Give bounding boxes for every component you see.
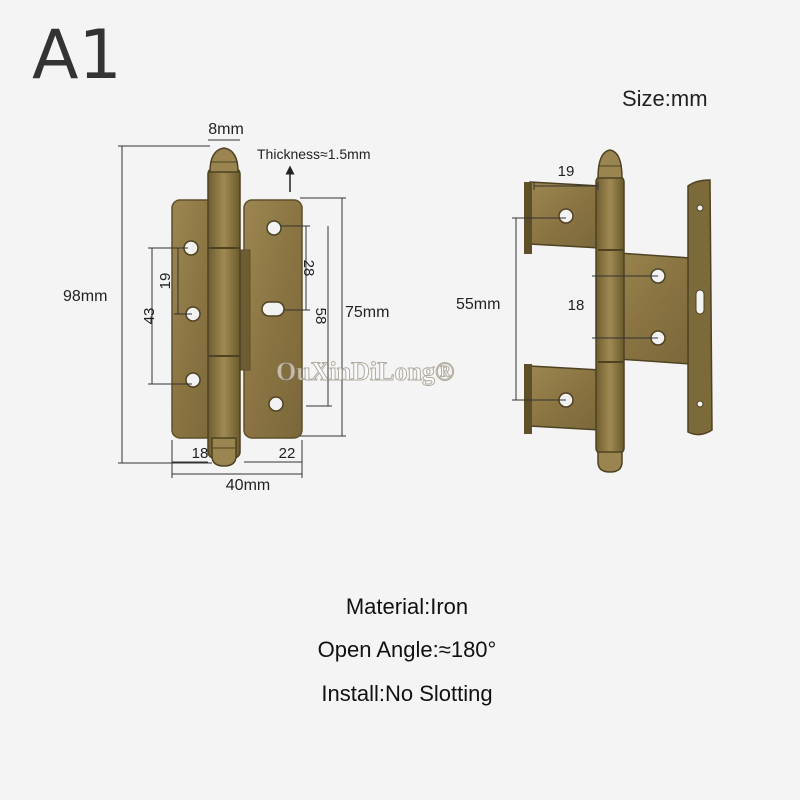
open-angle-spec: Open Angle:≈180° xyxy=(317,637,497,662)
slot-hole xyxy=(261,301,285,317)
side-dimension-text: 19 55mm 18 xyxy=(456,163,584,314)
right-outer-spacing: 58 xyxy=(312,308,329,325)
thickness-label: Thickness≈1.5mm xyxy=(257,146,371,162)
right-inner-spacing: 28 xyxy=(300,260,317,277)
side-dimension-lines xyxy=(512,182,658,401)
side-view-hinge xyxy=(524,149,713,473)
screw-hole xyxy=(268,396,284,412)
side-leaf-width-label: 19 xyxy=(558,163,575,180)
side-hole-spacing-label: 18 xyxy=(568,297,585,314)
left-outer-spacing: 43 xyxy=(141,308,158,325)
pin-barrel xyxy=(207,167,241,459)
install-spec: Install:No Slotting xyxy=(321,681,493,706)
side-leaf-gap-label: 55mm xyxy=(456,296,500,313)
finial-bottom xyxy=(211,437,237,467)
left-leaf-width-label: 18 xyxy=(192,445,209,462)
front-dimension-text: 8mm Thickness≈1.5mm 98mm 43 19 28 58 75m… xyxy=(63,121,389,494)
front-dimension-lines xyxy=(118,139,346,478)
size-unit-label: Size:mm xyxy=(622,86,708,111)
slot-hole xyxy=(695,289,705,315)
screw-hole xyxy=(266,220,282,236)
watermark: OuXinDiLong® xyxy=(276,357,454,386)
pin-width-label: 8mm xyxy=(208,121,244,138)
finial-top xyxy=(209,147,239,173)
right-leaf-width-label: 22 xyxy=(279,445,296,462)
screw-hole xyxy=(696,400,704,408)
material-spec: Material:Iron xyxy=(345,594,469,619)
screw-hole xyxy=(185,372,201,388)
screw-hole xyxy=(558,208,574,224)
leaf-height-label: 75mm xyxy=(345,304,389,321)
left-inner-spacing: 19 xyxy=(157,273,174,290)
screw-hole xyxy=(696,204,704,212)
front-view-hinge xyxy=(171,147,303,467)
overall-height-label: 98mm xyxy=(63,288,107,305)
model-label: A1 xyxy=(32,16,122,95)
overall-width-label: 40mm xyxy=(226,477,270,494)
